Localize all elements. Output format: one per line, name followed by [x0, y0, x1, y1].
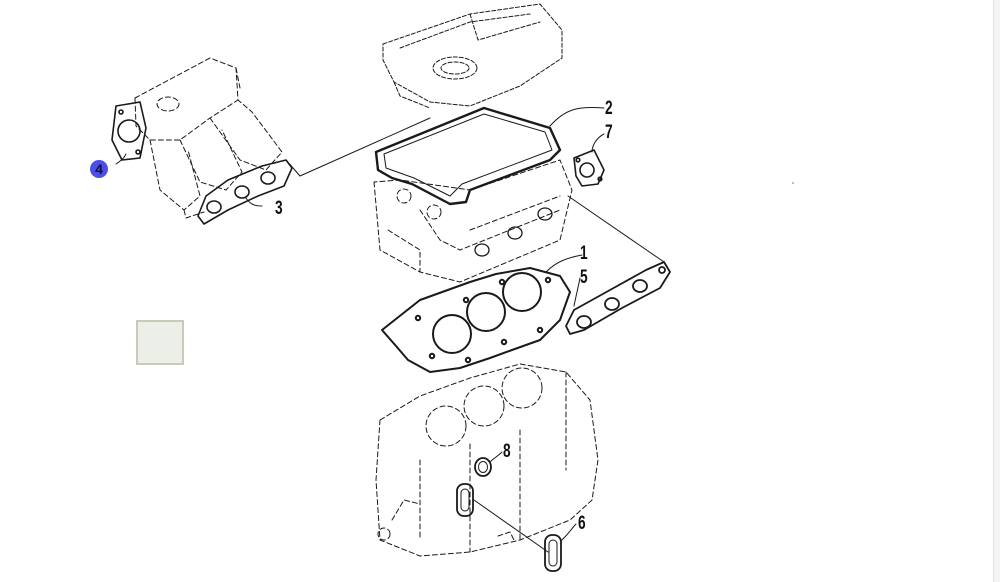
callout-label-7[interactable]: 7	[605, 122, 613, 143]
callout-label-6[interactable]: 6	[578, 513, 586, 534]
engine-block-drawing	[375, 363, 599, 557]
callout-label-4-selected[interactable]: 4	[90, 160, 108, 178]
scrollbar-track[interactable]	[993, 0, 1000, 582]
leader-lines	[115, 106, 665, 553]
callout-label-1[interactable]: 1	[580, 243, 588, 264]
thumbnail-placeholder[interactable]	[136, 320, 184, 365]
intake-manifold-gasket	[197, 159, 293, 225]
callout-label-3[interactable]: 3	[275, 198, 283, 219]
head-gasket	[381, 267, 571, 373]
callout-label-8[interactable]: 8	[503, 441, 511, 462]
callout-label-2[interactable]: 2	[605, 98, 613, 119]
callout-label-5[interactable]: 5	[580, 267, 588, 288]
head-cover-drawing	[382, 3, 563, 109]
exhaust-manifold-gasket	[565, 261, 671, 335]
o-ring	[474, 457, 492, 477]
speck	[792, 182, 794, 184]
valve-cover-gasket	[374, 106, 562, 206]
head-ports	[474, 207, 553, 257]
small-flange-gasket	[573, 149, 605, 187]
oval-gasket-lower	[544, 534, 562, 572]
throttle-body-gasket	[111, 101, 147, 161]
cylinder-head-drawing	[373, 159, 573, 283]
oval-gasket-upper	[456, 483, 474, 517]
